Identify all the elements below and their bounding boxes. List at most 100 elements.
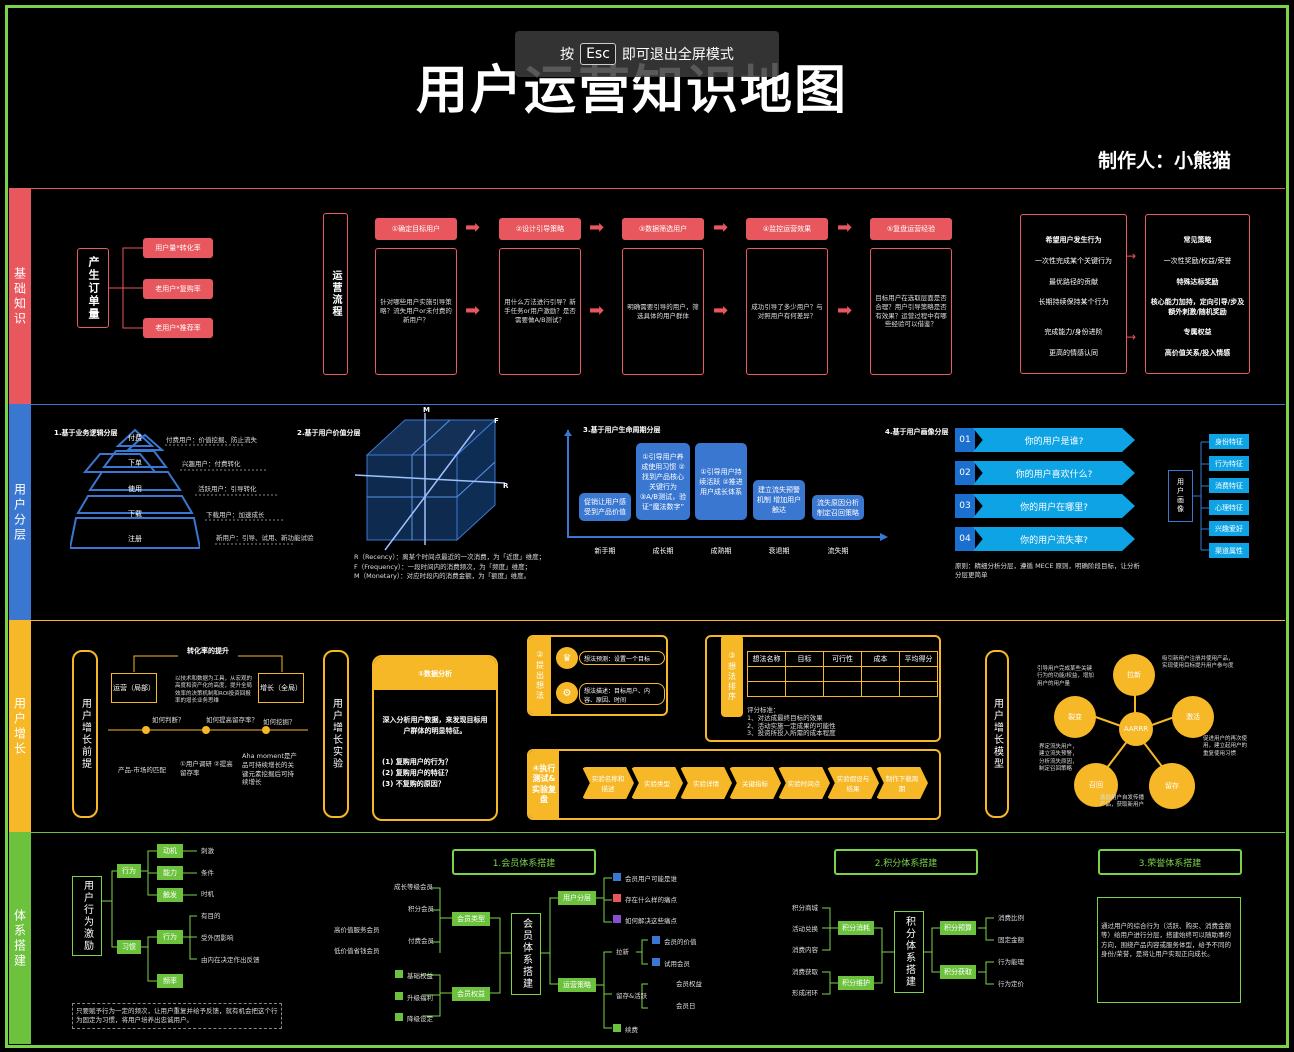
question-num: 01 bbox=[955, 428, 975, 452]
pull-label: 试用会员 bbox=[664, 960, 690, 968]
section-divider-2 bbox=[9, 404, 1285, 405]
layer-title-2: 2.基于用户价值分层 bbox=[297, 429, 361, 437]
habit-node: 习惯 bbox=[117, 940, 141, 954]
question-row-1: 01 你的用户是谁? bbox=[955, 428, 1135, 452]
ops-local: 运营（局部） bbox=[111, 673, 157, 703]
table-header: 可行性 bbox=[823, 651, 862, 667]
score-line: 2、活动实施一定成果的可能性 bbox=[747, 721, 836, 730]
arrow-icon: ➡ bbox=[589, 217, 605, 238]
strategy-item: 核心能力加持，定向引导/步及额外刺激/随机奖励 bbox=[1150, 298, 1245, 316]
points-right-item: 行为定价 bbox=[998, 980, 1024, 988]
habit-behavior-node: 行为 bbox=[157, 930, 183, 944]
life-box-2: ①引导用户养成使用习惯 ②找到产品核心关键行为 ③A/B测试，验证“魔法数字” bbox=[636, 443, 690, 520]
order-item-2: 老用户*复购率 bbox=[143, 279, 213, 299]
motive-note: 刺激 bbox=[201, 847, 214, 855]
points-consume: 积分消耗 bbox=[838, 921, 874, 935]
op-strategy: 运营策略 bbox=[558, 978, 596, 992]
upgrade-icon bbox=[395, 992, 403, 1000]
points-system: 积分体系搭建 bbox=[894, 911, 924, 993]
life-stage-5: 流失期 bbox=[827, 547, 849, 555]
strategy-item: 常见策略 bbox=[1183, 236, 1212, 244]
experiment-step: 实验详情 bbox=[680, 767, 732, 799]
trial-icon bbox=[652, 958, 660, 966]
life-box-1: 促销让用户感受到产品价值 bbox=[579, 493, 631, 521]
idea-item: 想法预测：设置一个目标 bbox=[579, 651, 665, 665]
rights-item-1: 基础权益 bbox=[395, 970, 433, 981]
section-label-layer: 用户分层 bbox=[9, 405, 31, 620]
life-box-4: 建立流失预警机制 增加用户触达 bbox=[753, 480, 805, 520]
order-item-1: 用户量*转化率 bbox=[143, 238, 213, 258]
axis-r: R bbox=[503, 482, 509, 490]
rights-item-3: 降级设定 bbox=[395, 1013, 433, 1024]
points-tree bbox=[822, 907, 994, 995]
question-num: 04 bbox=[955, 527, 975, 551]
model-note-2: 吸引新用户注册并使用产品，实现使用目标提升用户参与度 bbox=[1162, 656, 1234, 670]
lifecycle-axes bbox=[564, 430, 888, 541]
retention-item-2: 会员日 bbox=[676, 1002, 696, 1010]
points-right-item: 消费比例 bbox=[998, 914, 1024, 922]
honor-text: 通过用户的综合行为（活跃、购买、消费金额等）给用户进行分层，搭建始终可以随助事的… bbox=[1097, 897, 1241, 1003]
behavior-node: 行为 bbox=[117, 864, 141, 878]
map-frame bbox=[5, 5, 1289, 1048]
step-text-5: 目标用户在选取层面是否合理？用户引导策略是否有效果？运营过程中有哪些经验可以借鉴… bbox=[870, 248, 952, 375]
model-note-1: 引导用户完成某些关键行为的功能/权益，增加用户的用户量 bbox=[1037, 666, 1094, 687]
step-text-3: 明确需要引导的用户，筛选具体的用户群体 bbox=[622, 248, 704, 375]
pyramid-note-3: 活跃用户：引导转化 bbox=[198, 485, 257, 493]
points-right-item: 固定金额 bbox=[998, 936, 1024, 944]
rights-label: 降级设定 bbox=[407, 1015, 433, 1023]
gear-icon: ⚙ bbox=[556, 682, 578, 704]
points-title: 2.积分体系搭建 bbox=[834, 849, 978, 875]
idea-box: ②提出想法 ♛ 想法预测：设置一个目标 ⚙ 想法描述：目标用户、内容、原因、时间 bbox=[527, 635, 668, 716]
rfm-m: M（Monetary）：对应时段内的消费金额，为「额度」维度。 bbox=[354, 572, 531, 580]
points-left-item: 消费内容 bbox=[792, 946, 818, 954]
esc-key[interactable]: Esc bbox=[580, 43, 616, 65]
q-dig: 如何挖掘？ bbox=[263, 718, 296, 726]
data-analysis-text: 深入分析用户数据，来发现目标用户群体的明显特征。 bbox=[382, 716, 488, 736]
behavior-item: 希望用户发生行为 bbox=[1045, 236, 1102, 244]
analysis-question: (2) 复购用户的特征？ bbox=[382, 769, 452, 777]
pyramid-note-5: 新用户：引导、试用、新功能试验 bbox=[216, 534, 314, 542]
layer-label: 存在什么样的痛点 bbox=[625, 896, 677, 904]
growth-premise-lines bbox=[108, 655, 308, 734]
growth-model: 用户增长模型 bbox=[985, 650, 1009, 818]
question-row-3: 03 你的用户在哪里? bbox=[955, 494, 1135, 518]
behavior-item: 更高的情感认同 bbox=[1049, 349, 1098, 357]
model-recall: 召回 bbox=[1074, 763, 1118, 807]
pyramid-level-4: 下载 bbox=[128, 510, 142, 518]
step-2: ②设计引导策略 bbox=[499, 218, 581, 240]
step-text-1: 针对哪些用户实施引导策略？流失用户or未付费的新用户？ bbox=[375, 248, 457, 375]
pyramid-note-1: 付费用户：价值挖掘、防止流失 bbox=[166, 436, 257, 444]
strategy-item: 特殊达标奖励 bbox=[1176, 278, 1219, 286]
priority-table: 想法名称 目标 可行性 成本 平均得分 bbox=[747, 651, 938, 697]
experiment-step: 实验名称和描述 bbox=[582, 767, 634, 799]
points-left-item: 形成闭环 bbox=[792, 989, 818, 997]
solve-icon bbox=[613, 915, 621, 923]
strategy-item: 专属权益 bbox=[1183, 328, 1212, 336]
data-analysis-title: ①数据分析 bbox=[374, 657, 496, 690]
downgrade-icon bbox=[395, 1013, 403, 1021]
member-type-item: 付费会员 bbox=[408, 937, 434, 945]
order-title: 产生订单量 bbox=[77, 248, 109, 328]
tag-behavior: 行为特征 bbox=[1209, 456, 1249, 471]
pyramid-level-3: 使用 bbox=[128, 485, 142, 493]
ability-node: 能力 bbox=[157, 866, 183, 880]
table-header: 成本 bbox=[861, 651, 900, 667]
order-connectors bbox=[109, 247, 145, 329]
strategy-list: 常见策略 一次性奖励/权益/荣誉 特殊达标奖励 核心能力加持，定向引导/步及额外… bbox=[1145, 214, 1250, 374]
model-retain: 留存 bbox=[1149, 763, 1195, 809]
pull-item-2: 试用会员 bbox=[652, 958, 690, 969]
member-icon bbox=[652, 936, 660, 944]
score-line: 3、投资所投入所需的成本程度 bbox=[747, 729, 836, 738]
arrow-icon: → bbox=[1126, 330, 1137, 344]
experiment-step: 实验假设与结果 bbox=[827, 767, 879, 799]
habit-note-3: 由内在决定作出反馈 bbox=[201, 956, 260, 964]
step-5: ⑤复盘运营经验 bbox=[870, 218, 952, 240]
arrow-icon: ➡ bbox=[465, 300, 481, 321]
behavior-item: 一次性完成某个关键行为 bbox=[1035, 257, 1112, 265]
member-system: 会员体系搭建 bbox=[511, 913, 541, 995]
motive-node: 动机 bbox=[157, 844, 183, 858]
points-left-item: 积分商城 bbox=[792, 904, 818, 912]
retain-steps: ①用户调研 ②提高留存率 bbox=[180, 760, 233, 777]
life-box-5: 流失原因分析 制定召回策略 bbox=[812, 495, 864, 520]
table-header: 目标 bbox=[785, 651, 824, 667]
